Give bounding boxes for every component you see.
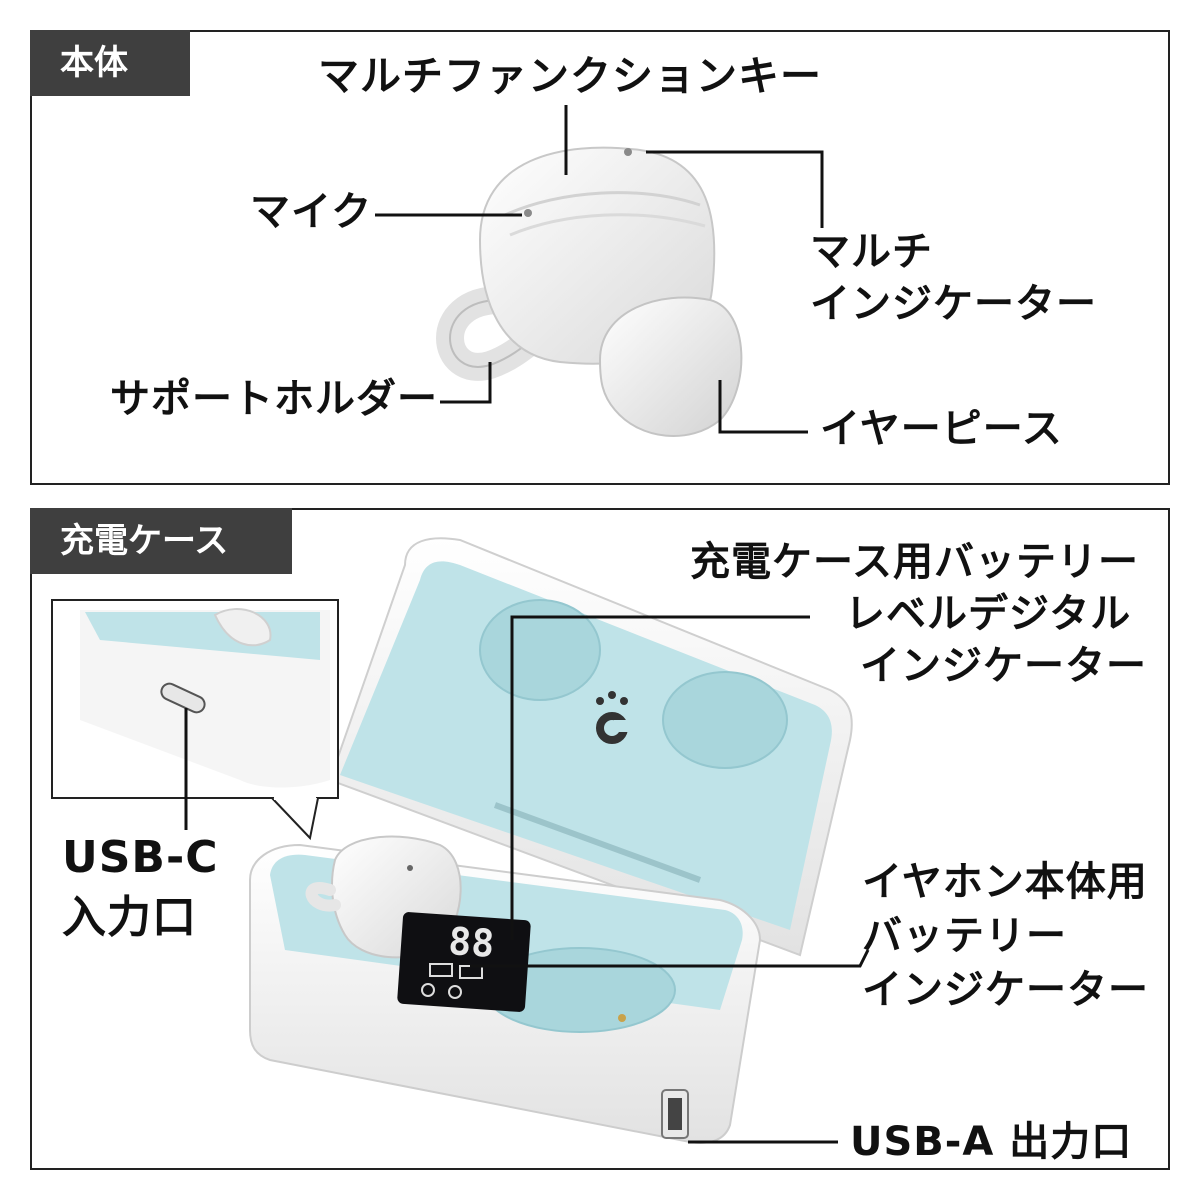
usb-c-inset	[51, 599, 339, 841]
label-earbud-battery-line3: インジケーター	[862, 967, 1149, 1013]
ear-tip-shape	[598, 296, 743, 437]
earbud-illustration	[436, 146, 743, 437]
label-case-battery-line3: インジケーター	[860, 643, 1147, 689]
display-digits: 88	[447, 919, 496, 966]
lid-interior	[340, 561, 832, 930]
label-multi-indicator-line1: マルチ	[810, 229, 933, 275]
label-multi-indicator-line2: インジケーター	[810, 281, 1097, 327]
label-usb-c-line1: USB-C	[62, 832, 219, 883]
label-support-holder: サポートホルダー	[110, 376, 438, 422]
digital-display	[397, 912, 531, 1012]
body-leader-lines	[375, 105, 824, 434]
label-ear-piece: イヤーピース	[820, 406, 1063, 452]
label-usb-a: USB-A 出力口	[850, 1119, 1133, 1165]
section-tag-body: 本体	[30, 30, 190, 96]
label-multifunction-key: マルチファンクションキー	[318, 52, 822, 100]
usb-c-port	[160, 682, 206, 714]
case-leader-lines	[184, 615, 870, 1144]
section-tag-case: 充電ケース	[30, 508, 292, 574]
brand-logo	[596, 691, 628, 744]
label-usb-c-line2: 入力口	[62, 892, 197, 943]
label-mic: マイク	[250, 189, 373, 235]
label-earbud-battery-line1: イヤホン本体用	[862, 859, 1148, 905]
label-earbud-battery-line2: バッテリー	[862, 913, 1067, 959]
label-case-battery-line1: 充電ケース用バッテリー	[690, 539, 1139, 585]
charging-case-illustration: 88	[249, 537, 853, 1144]
label-case-battery-line2: レベルデジタル	[845, 591, 1132, 637]
